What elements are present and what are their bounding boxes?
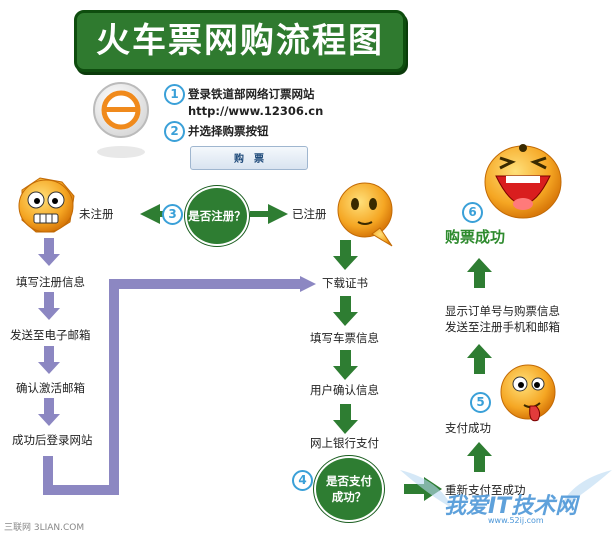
final-success-text: 购票成功 — [445, 228, 506, 246]
decision-registered: 是否注册？ — [185, 186, 249, 246]
ie-browser-icon — [93, 82, 149, 158]
tongue-face-icon — [500, 364, 556, 422]
step-number-6: 6 — [462, 202, 483, 223]
label-registered: 已注册 — [292, 207, 327, 221]
step-number-1: 1 — [164, 84, 185, 105]
purple-arrows — [38, 238, 60, 426]
wing-left-icon — [400, 470, 452, 508]
step-retry-payment: 重新支付至成功 — [445, 483, 526, 497]
step-number-4: 4 — [292, 470, 313, 491]
page-title: 火车票网购流程图 — [74, 10, 406, 72]
step-number-2: 2 — [164, 121, 185, 142]
green-up-arrows — [467, 258, 492, 472]
laughing-face-icon — [484, 144, 562, 219]
buy-ticket-button[interactable] — [190, 146, 308, 170]
wing-right-icon — [560, 470, 612, 508]
watermark-left: 三联网 3LIAN.COM — [4, 523, 85, 533]
step-send-email: 发送至电子邮箱 — [10, 328, 91, 342]
step-pay-success: 支付成功 — [445, 421, 491, 435]
step1-text: 登录铁道部网络订票网站 — [188, 87, 315, 101]
arrow-left — [140, 204, 180, 224]
site-url[interactable]: http://www.12306.cn — [188, 104, 324, 118]
step-show-order-line2: 发送至注册手机和邮箱 — [445, 320, 560, 334]
decision-payment-line2: 成功？ — [331, 490, 367, 504]
decision-registered-text: 是否注册？ — [188, 209, 246, 223]
step-confirm-info: 用户确认信息 — [310, 383, 379, 397]
arrow-right — [250, 204, 288, 224]
step2-text: 并选择购票按钮 — [188, 124, 269, 138]
shocked-face-icon — [18, 177, 75, 233]
decision-payment-line1: 是否支付 — [326, 474, 372, 488]
step-fill-registration: 填写注册信息 — [16, 275, 85, 289]
step-online-bank-pay: 网上银行支付 — [310, 436, 379, 450]
decision-payment: 是否支付 成功？ — [314, 456, 384, 522]
step-number-5: 5 — [470, 392, 491, 413]
purple-connector — [43, 279, 300, 495]
watermark-right: 我爱IT技术网 — [444, 494, 578, 519]
green-down-arrows — [333, 240, 358, 434]
buy-ticket-label: 购 票 — [234, 154, 264, 165]
step-login-site: 成功后登录网站 — [12, 433, 93, 447]
step-show-order-line1: 显示订单号与购票信息 — [445, 304, 560, 318]
step-number-3: 3 — [162, 204, 183, 225]
thinking-face-icon — [337, 182, 393, 247]
watermark-right-url: www.52ij.com — [488, 516, 544, 525]
label-unregistered: 未注册 — [79, 207, 114, 221]
step-activate-email: 确认激活邮箱 — [16, 381, 85, 395]
step-fill-ticket: 填写车票信息 — [310, 331, 379, 345]
step-download-cert: 下载证书 — [322, 276, 368, 290]
